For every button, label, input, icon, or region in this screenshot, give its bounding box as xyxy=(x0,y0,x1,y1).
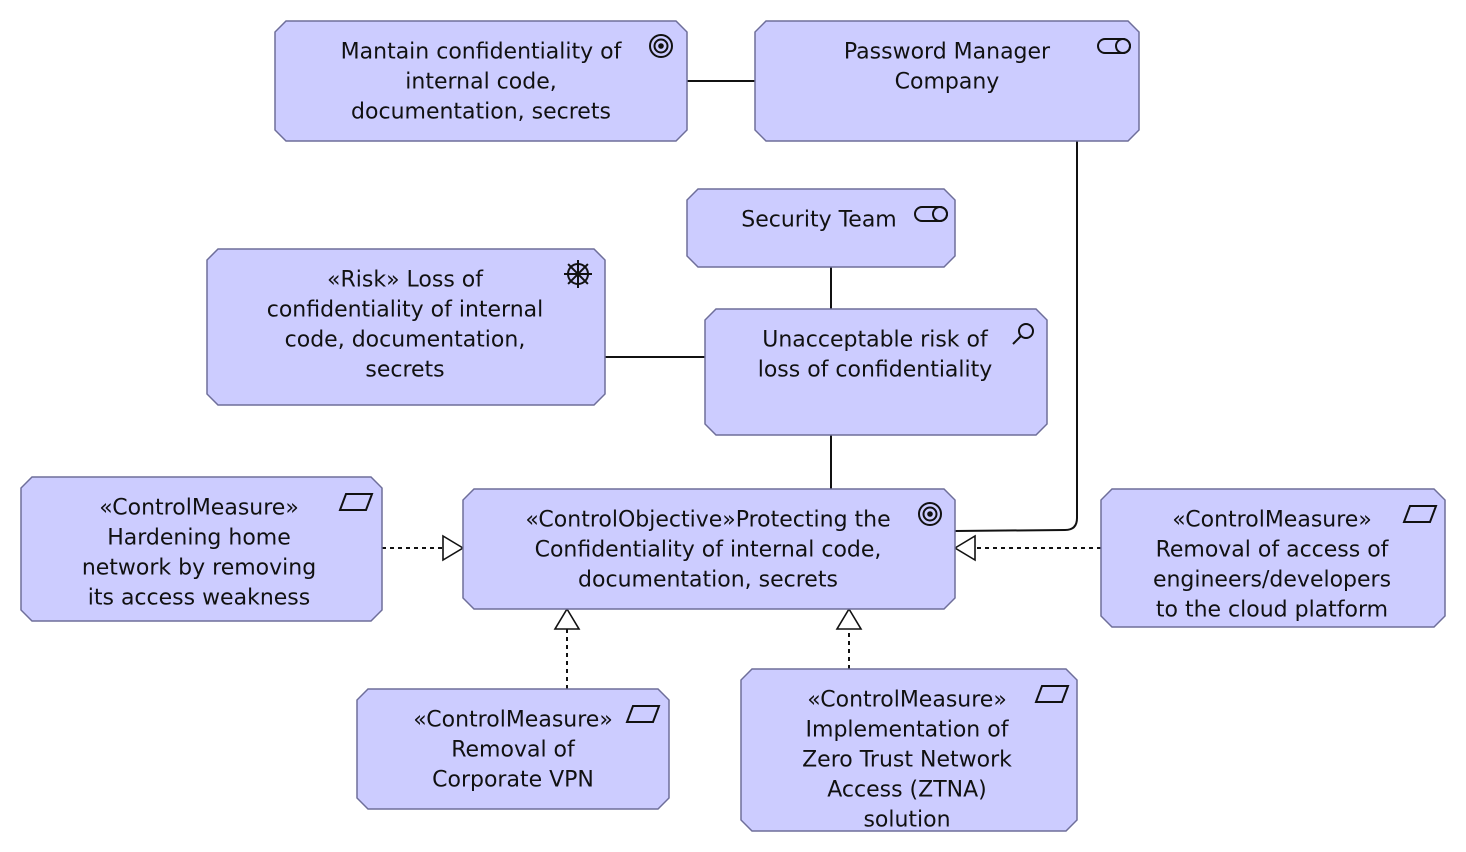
node-box xyxy=(462,488,956,610)
node-box xyxy=(206,248,606,406)
node-label-line: «Risk» Loss of xyxy=(327,268,484,293)
node-box xyxy=(754,20,1140,142)
node-box xyxy=(704,308,1048,436)
node-label-line: code, documentation, xyxy=(285,328,526,353)
node-box xyxy=(740,668,1078,832)
realization-cloud-arrowhead xyxy=(953,534,976,562)
control-measure-vpn-node[interactable]: «ControlMeasure» Removal of Corporate VPN xyxy=(356,688,670,810)
node-label-line: network by removing xyxy=(82,556,316,581)
node-label-line: confidentiality of internal xyxy=(267,298,544,323)
edges xyxy=(382,80,1101,689)
risk-loss-node[interactable]: «Risk» Loss of confidentiality of interna… xyxy=(206,248,606,406)
node-label-line: Corporate VPN xyxy=(432,768,594,793)
node-label-line: Mantain confidentiality of xyxy=(341,40,623,65)
node-label-line: its access weakness xyxy=(88,586,310,611)
assessment-icon xyxy=(1012,323,1034,345)
node-label-line: Removal of access of xyxy=(1156,538,1390,563)
node-label-line: Password Manager xyxy=(844,40,1051,65)
realization-ztna-arrowhead xyxy=(835,607,863,630)
node-label-line: Unacceptable risk of xyxy=(762,328,989,353)
business-actor-icon xyxy=(1097,38,1131,54)
realization-hardening-arrowhead xyxy=(442,534,465,562)
node-label-line: «ControlMeasure» xyxy=(413,708,613,733)
requirement-icon xyxy=(625,705,661,723)
node-label-line: Removal of xyxy=(451,738,576,763)
node-label-line: documentation, secrets xyxy=(351,100,611,125)
node-label-line: «ControlMeasure» xyxy=(807,688,1007,713)
node-label-line: Confidentiality of internal code, xyxy=(535,538,882,563)
control-measure-ztna-node[interactable]: «ControlMeasure» Implementation of Zero Tr… xyxy=(740,668,1078,833)
node-label-line: Hardening home xyxy=(107,526,291,551)
node-box xyxy=(1100,488,1446,628)
goal-icon xyxy=(918,502,942,526)
requirement-icon xyxy=(1402,505,1438,523)
node-label-line: Access (ZTNA) xyxy=(827,778,987,803)
node-label-line: solution xyxy=(863,808,950,833)
node-label-line: Zero Trust Network xyxy=(802,748,1012,773)
unacceptable-risk-node[interactable]: Unacceptable risk of loss of confidential… xyxy=(704,308,1048,436)
requirement-icon xyxy=(1034,685,1070,703)
control-objective-node[interactable]: «ControlObjective»Protecting theConfiden… xyxy=(462,488,956,610)
node-label-line: Implementation of xyxy=(806,718,1010,743)
goal-confidentiality-node[interactable]: Mantain confidentiality of internal code,… xyxy=(274,20,688,142)
node-label-line: internal code, xyxy=(405,70,556,95)
node-label-line: «ControlMeasure» xyxy=(1172,508,1372,533)
goal-icon xyxy=(649,34,673,58)
node-box xyxy=(356,688,670,810)
node-label-line: to the cloud platform xyxy=(1156,598,1388,623)
node-box xyxy=(20,476,383,622)
business-actor-icon xyxy=(914,206,948,222)
control-measure-hardening-node[interactable]: «ControlMeasure» Hardening home network by… xyxy=(20,476,383,622)
association-company-to-control-objective xyxy=(954,141,1078,532)
node-label-line: documentation, secrets xyxy=(578,568,838,593)
node-label-line: «ControlMeasure» xyxy=(99,496,299,521)
node-label-line: Company xyxy=(895,70,1000,95)
assessment-wheel-icon xyxy=(564,260,592,288)
requirement-icon xyxy=(338,493,374,511)
node-label-line: secrets xyxy=(365,358,444,383)
node-label-line: «ControlObjective»Protecting the xyxy=(525,508,890,533)
control-measure-cloud-node[interactable]: «ControlMeasure» Removal of access of engi… xyxy=(1100,488,1446,628)
security-team-node[interactable]: Security Team xyxy=(686,188,956,268)
node-label-line: engineers/developers xyxy=(1153,568,1391,593)
node-box xyxy=(686,188,956,268)
realization-vpn-arrowhead xyxy=(553,607,581,630)
node-box xyxy=(274,20,688,142)
node-label-line: loss of confidentiality xyxy=(758,358,993,383)
node-label-line: Security Team xyxy=(741,208,896,233)
